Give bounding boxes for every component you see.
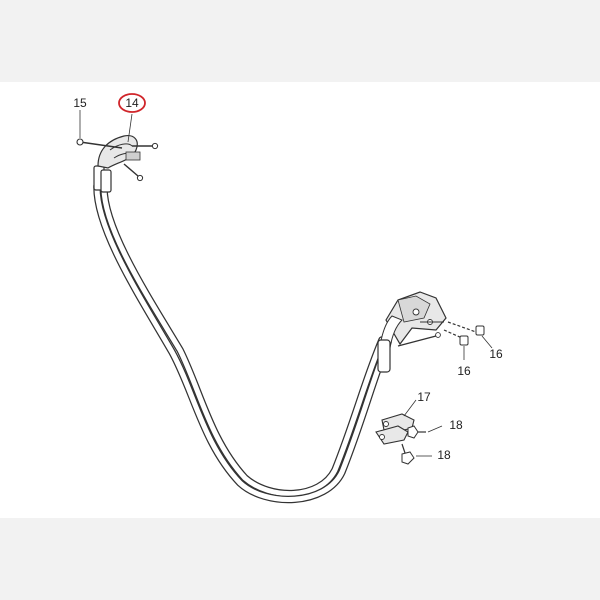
bolt-16-lower-head (459, 335, 469, 346)
callout-18-lower: 18 (437, 448, 451, 462)
cable-housing-14 (93, 135, 159, 193)
callout-17: 17 (417, 390, 431, 404)
cable-end-sleeve-b (100, 169, 112, 193)
mounting-bracket (377, 291, 447, 373)
callout-14: 14 (125, 96, 139, 110)
cable-fill (101, 185, 385, 497)
adjuster-nut-b (136, 174, 144, 182)
bolt-18-lower (401, 443, 432, 465)
bottom-margin-band (0, 518, 600, 600)
bolt-16-lower (443, 329, 469, 360)
leader-17 (403, 399, 417, 417)
leader-14 (127, 113, 133, 143)
bolt-16-upper-head (475, 325, 485, 336)
bolt-18-upper (407, 425, 443, 439)
clamp-lower (375, 425, 409, 445)
callout-18-upper: 18 (449, 418, 463, 432)
callout-15: 15 (73, 96, 87, 110)
screw-15 (76, 138, 123, 149)
cable-outline (100, 184, 386, 498)
screw-15-shaft (79, 141, 123, 149)
callout-16-lower: 16 (457, 364, 471, 378)
bolt-16-upper (447, 321, 493, 349)
lower-rod (397, 335, 437, 347)
leader-18a (427, 425, 443, 433)
screw-15-head (76, 138, 84, 146)
leader-16a (481, 335, 493, 349)
callout-16-upper: 16 (489, 347, 503, 361)
cable-end-sleeve-c (377, 339, 391, 373)
top-margin-band (0, 0, 600, 82)
cable-fill-2 (94, 183, 391, 502)
cable-clamp-17 (375, 399, 417, 445)
adjuster-rod-b (123, 163, 139, 177)
highlight-ring-14 (118, 93, 146, 113)
throttle-cable (93, 182, 392, 504)
adjuster-nut-a (151, 142, 159, 150)
